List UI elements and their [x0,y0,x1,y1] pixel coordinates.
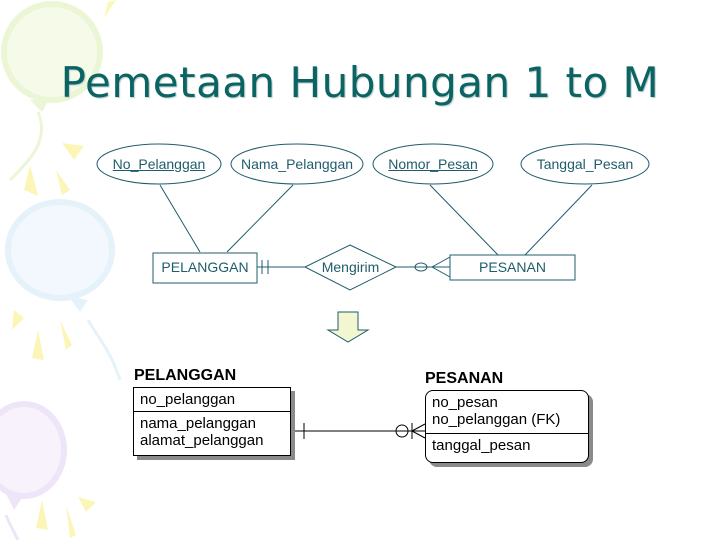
field-alamat-pelanggan: alamat_pelanggan [140,432,264,449]
field-no-pesan: no_pesan [432,394,498,411]
table-pesanan-key-section: no_pesan no_pelanggan (FK) [426,391,588,433]
attribute-nomor-pesan: Nomor_Pesan [388,156,478,172]
table-pelanggan-key-section: no_pelanggan [134,388,290,411]
field-no-pelanggan-fk: no_pelanggan (FK) [432,411,561,428]
table-pelanggan-field-section: nama_pelanggan alamat_pelanggan [134,411,290,455]
down-arrow-icon [326,311,370,343]
attr-ellipse-no-pelanggan [96,143,222,185]
relationship-mengirim: Mengirim [321,259,380,275]
table-title-pelanggan: PELANGGAN [134,367,237,384]
field-no-pelanggan: no_pelanggan [140,391,236,408]
attr-ellipse-nomor-pesan [372,143,494,185]
entity-pesanan: PESANAN [479,259,546,275]
slide-title: Pemetaan Hubungan 1 to M [60,58,660,107]
attr-ellipse-tanggal-pesan [520,143,650,185]
attr-ellipse-nama-pelanggan [230,143,364,185]
table-pesanan: no_pesan no_pelanggan (FK) tanggal_pesan [425,390,589,463]
entity-pelanggan: PELANGGAN [161,259,249,275]
green-balloon-icon [1,1,103,182]
entity-box-pelanggan [152,252,258,284]
attribute-tanggal-pesan: Tanggal_Pesan [536,156,634,172]
purple-balloon-icon [0,401,67,540]
attribute-no-pelanggan: No_Pelanggan [112,156,206,172]
attribute-nama-pelanggan: Nama_Pelanggan [240,156,354,172]
relationship-diamond [303,244,398,291]
table-title-pesanan: PESANAN [425,370,504,387]
field-nama-pelanggan: nama_pelanggan [140,415,256,432]
table-pesanan-field-section: tanggal_pesan [426,433,588,462]
table-pelanggan: no_pelanggan nama_pelanggan alamat_pelan… [133,387,291,456]
field-tanggal-pesan: tanggal_pesan [432,437,531,454]
blue-balloon-icon [5,199,122,381]
